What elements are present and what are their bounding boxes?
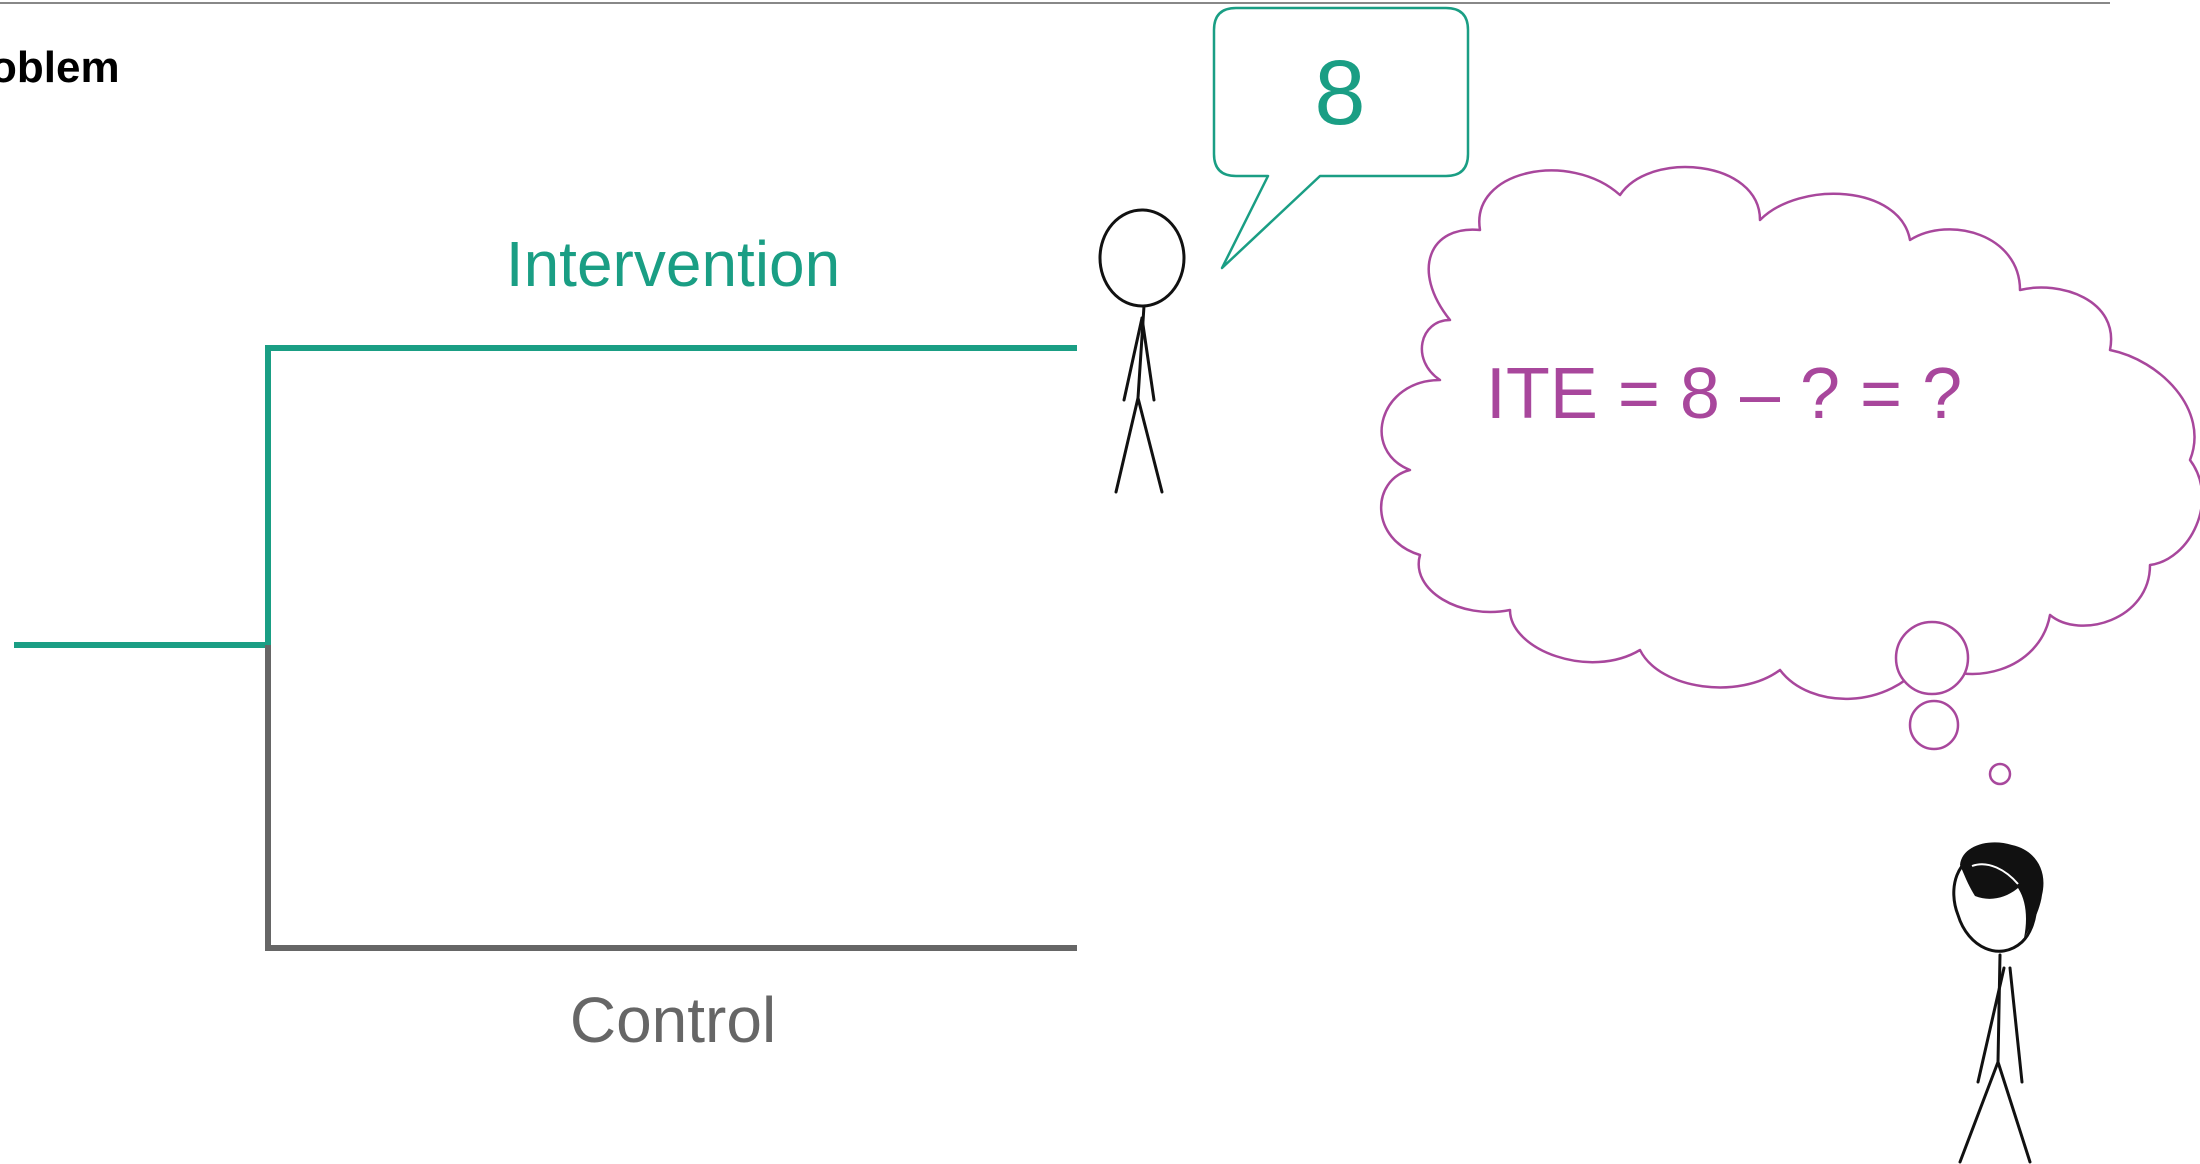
- slide-title: oblem: [0, 43, 120, 92]
- intervention-label: Intervention: [506, 228, 840, 300]
- thought-bubble-medium: [1908, 699, 1960, 751]
- thought-text: ITE = 8 – ? = ?: [1486, 354, 1962, 434]
- speech-value: 8: [1314, 42, 1365, 144]
- speech-bubble-icon: 8: [1212, 6, 1470, 270]
- control-label: Control: [570, 984, 776, 1056]
- thought-cloud-icon: ITE = 8 – ? = ?: [1379, 165, 2200, 786]
- stick-figure-icon: [1098, 208, 1186, 494]
- branch-diagram: Intervention Control: [14, 228, 1077, 1056]
- thought-bubble-large: [1894, 620, 1970, 696]
- stick-figure-with-hair-icon: [1952, 842, 2044, 1164]
- thought-bubble-small: [1988, 762, 2012, 786]
